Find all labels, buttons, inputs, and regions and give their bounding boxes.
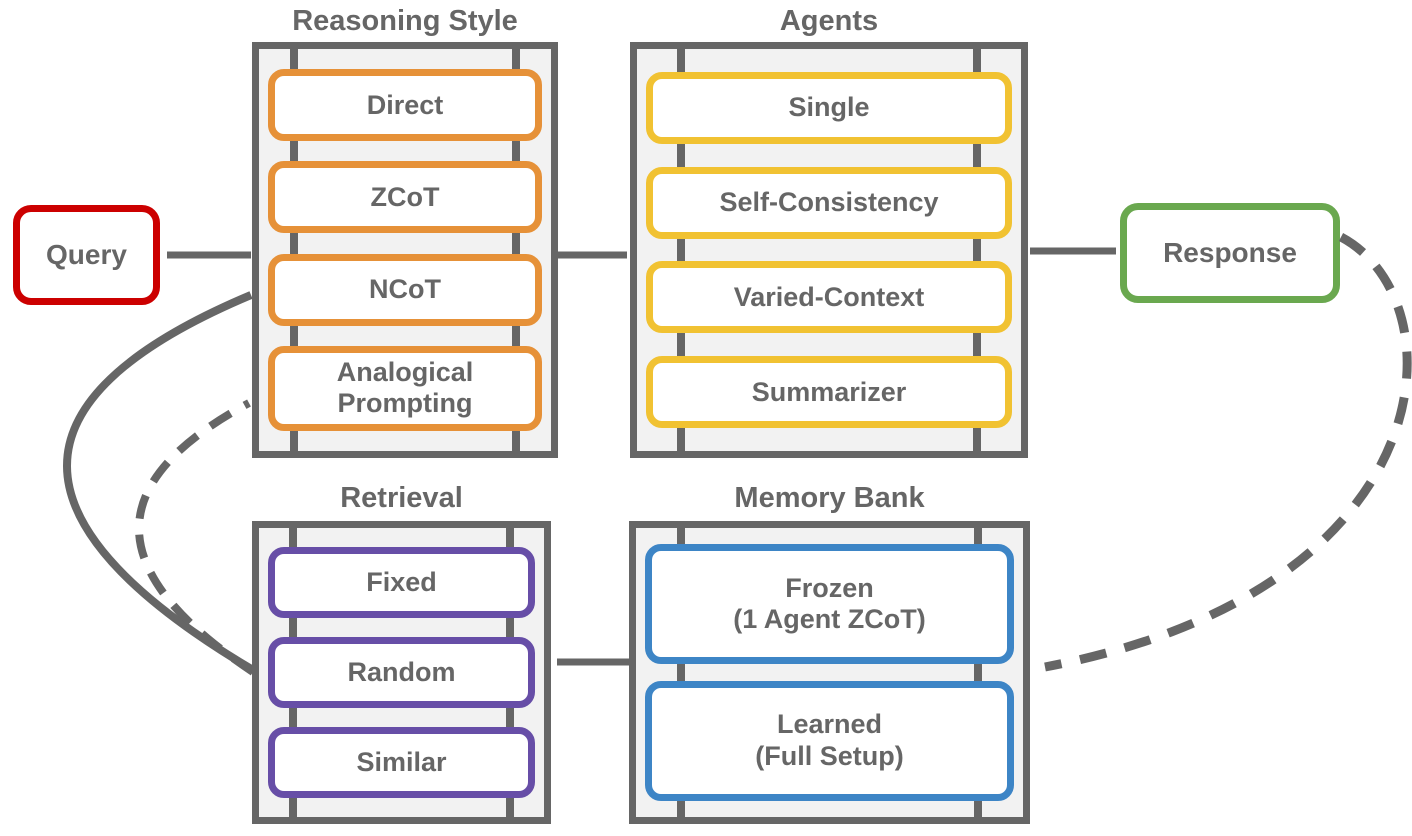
node-ncot: NCoT xyxy=(268,253,542,326)
container-reasoning-style: Direct ZCoT NCoT Analogical Prompting xyxy=(252,42,558,458)
rail xyxy=(676,528,685,817)
node-label: ZCoT xyxy=(370,181,440,212)
query-label: Query xyxy=(46,239,127,270)
edge-retrieval-to-reasoning-style xyxy=(63,291,256,674)
node-label: Single xyxy=(788,92,870,123)
group-title-retrieval: Retrieval xyxy=(340,482,463,514)
container-agents: Single Self-Consistency Varied-Context S… xyxy=(630,42,1028,458)
node-label: Random xyxy=(347,656,456,687)
node-frozen: Frozen (1 Agent ZCoT) xyxy=(645,544,1014,665)
node-label: NCoT xyxy=(369,273,441,304)
node-direct: Direct xyxy=(268,69,542,142)
response-label: Response xyxy=(1163,237,1297,268)
rail xyxy=(972,49,981,451)
node-zcot: ZCoT xyxy=(268,161,542,234)
node-learned: Learned (Full Setup) xyxy=(645,680,1014,801)
group-title-agents: Agents xyxy=(779,5,879,37)
container-retrieval: Fixed Random Similar xyxy=(252,521,551,824)
node-label: Direct xyxy=(366,89,444,120)
rail xyxy=(512,49,521,451)
rail xyxy=(677,49,686,451)
node-label: Self-Consistency xyxy=(719,186,939,217)
node-random: Random xyxy=(268,637,535,708)
response-node: Response xyxy=(1120,203,1340,303)
rail xyxy=(974,528,983,817)
node-label: Prompting xyxy=(337,388,473,419)
agents-nodes: Single Self-Consistency Varied-Context S… xyxy=(637,49,1021,451)
group-title-memory-bank: Memory Bank xyxy=(734,482,925,514)
node-label: Varied-Context xyxy=(733,281,925,312)
rail xyxy=(289,49,298,451)
query-node: Query xyxy=(13,205,160,305)
node-analogical-prompting: Analogical Prompting xyxy=(268,345,542,431)
edge-retrieval-to-analogical-prompting-dashed xyxy=(135,399,256,676)
reasoning-style-nodes: Direct ZCoT NCoT Analogical Prompting xyxy=(259,49,551,451)
node-self-consistency: Self-Consistency xyxy=(646,166,1012,239)
node-label: (Full Setup) xyxy=(755,740,904,771)
node-label: Summarizer xyxy=(751,376,907,407)
node-label: Analogical xyxy=(336,356,474,387)
group-title-reasoning-style: Reasoning Style xyxy=(292,5,518,37)
node-single: Single xyxy=(646,71,1012,144)
container-memory-bank: Frozen (1 Agent ZCoT) Learned (Full Setu… xyxy=(629,521,1030,824)
node-label: Similar xyxy=(356,746,447,777)
node-label: (1 Agent ZCoT) xyxy=(733,604,926,635)
node-similar: Similar xyxy=(268,727,535,798)
node-varied-context: Varied-Context xyxy=(646,261,1012,334)
node-label: Frozen xyxy=(785,573,874,604)
node-summarizer: Summarizer xyxy=(646,356,1012,429)
memory-bank-nodes: Frozen (1 Agent ZCoT) Learned (Full Setu… xyxy=(636,528,1023,817)
node-fixed: Fixed xyxy=(268,547,535,618)
node-label: Learned xyxy=(776,709,883,740)
node-label: Fixed xyxy=(366,566,437,597)
retrieval-nodes: Fixed Random Similar xyxy=(259,528,544,817)
